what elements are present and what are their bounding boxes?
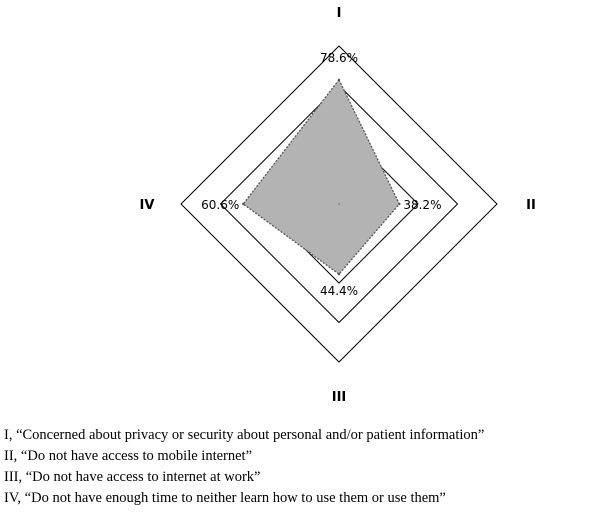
legend-item-i: I, “Concerned about privacy or security … [4,427,485,443]
value-label-iii: 44.4% [320,284,358,298]
grid-ring-4 [180,45,498,363]
axis-label-ii: II [526,198,536,213]
legend-item-iv: IV, “Do not have enough time to neither … [4,490,446,506]
value-label-iv: 60.6% [201,198,239,212]
data-point-i [337,78,341,82]
radar-chart: I 78.6% II 38.2% III 44.4% IV 60.6% [140,6,536,405]
value-label-ii: 38.2% [403,198,441,212]
axis-label-iii: III [332,390,347,405]
axis-label-iv: IV [140,198,155,213]
data-point-iii [337,272,341,276]
data-point-iv [242,202,245,206]
data-series [242,78,401,276]
series-area [242,78,401,276]
legend-item-iii: III, “Do not have access to internet at … [4,469,261,485]
data-point-ii [398,202,401,206]
grid-ring-3 [219,84,459,324]
labels: I 78.6% II 38.2% III 44.4% IV 60.6% [140,6,536,405]
legend: I, “Concerned about privacy or security … [4,425,600,509]
value-label-i: 78.6% [320,51,358,65]
axis-label-i: I [337,6,342,21]
legend-item-ii: II, “Do not have access to mobile intern… [4,448,253,464]
center-dot [338,203,340,205]
